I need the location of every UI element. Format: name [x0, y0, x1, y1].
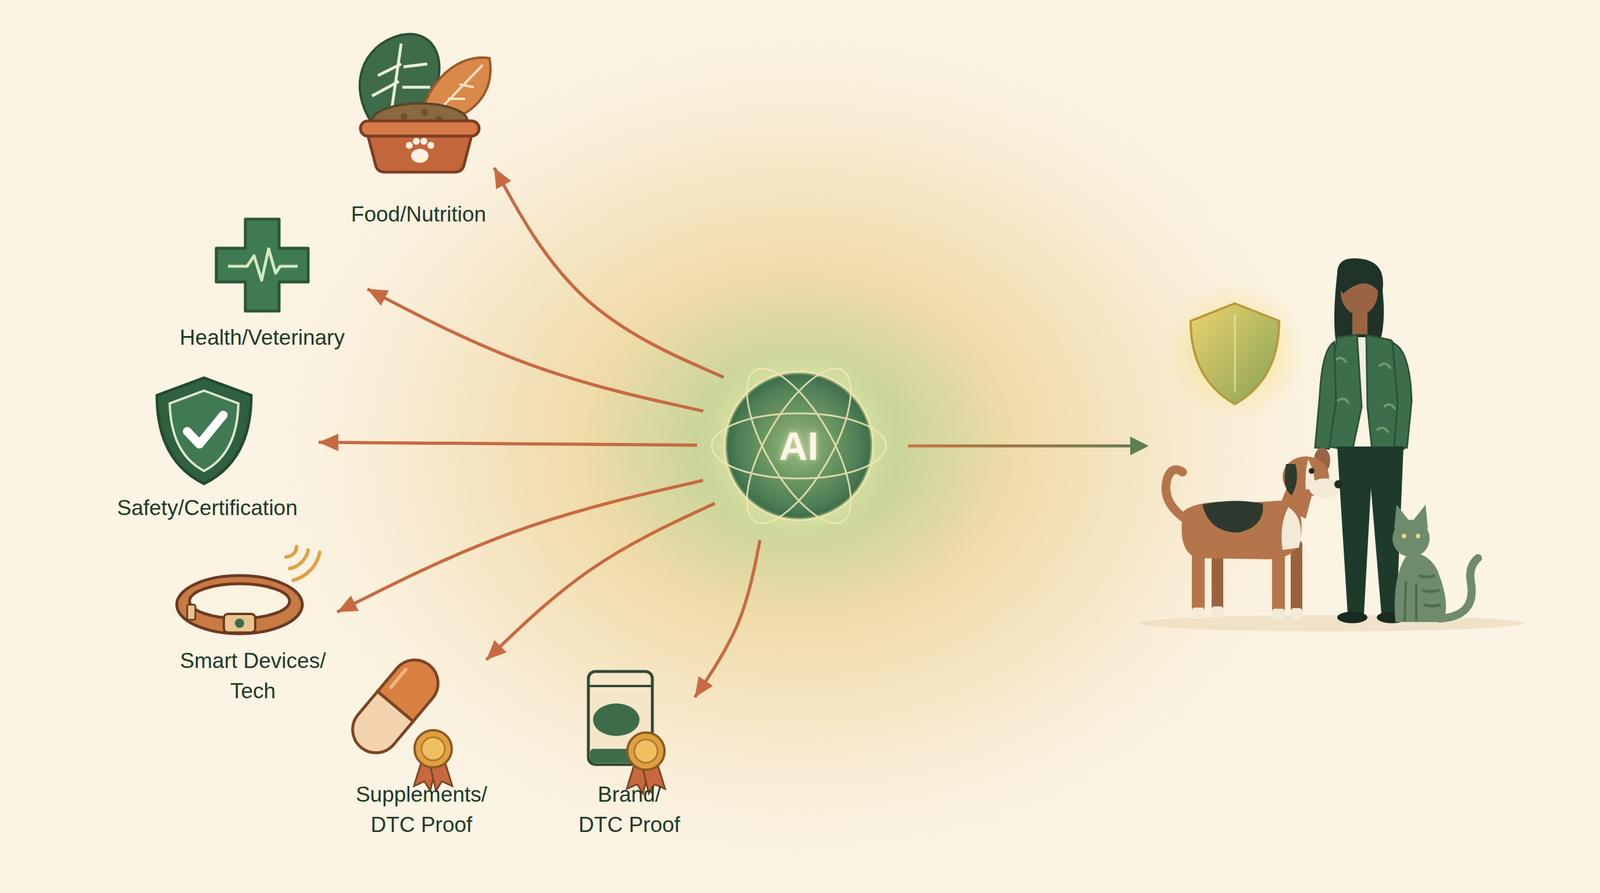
- smart-collar-icon-part: [176, 575, 303, 634]
- shield-check-icon: [156, 377, 252, 484]
- food-bowl-icon-part: [420, 137, 428, 145]
- category-node: Supplements/ DTC Proof: [348, 659, 495, 841]
- supplement-capsule-icon: [343, 650, 453, 791]
- health-cross-icon-part: [227, 248, 298, 281]
- protection-shield-part: [1234, 313, 1237, 393]
- ai-orbit-rings-part: [724, 371, 874, 521]
- background-glow: [229, 0, 1369, 893]
- food-bowl-icon-part: [412, 137, 420, 145]
- food-bowl-icon-part: [411, 148, 429, 163]
- smart-collar-icon-part: [187, 604, 196, 620]
- pet-owner-figure-part: [1337, 446, 1404, 614]
- category-node: Brand/ DTC Proof: [563, 665, 695, 841]
- dog-figure-part: [1284, 463, 1298, 496]
- pet-owner-figure-part: [1334, 358, 1396, 433]
- cat-figure-part: [1415, 533, 1421, 539]
- health-cross-icon-part: [216, 219, 309, 312]
- cat-figure: [1392, 504, 1478, 623]
- flow-arrow: [318, 442, 698, 446]
- health-cross-icon: [216, 219, 309, 312]
- food-bowl-icon: [359, 34, 491, 173]
- pet-owner-figure-part: [1337, 611, 1368, 624]
- flow-arrow: [486, 503, 716, 660]
- dog-figure-part: [1211, 606, 1224, 619]
- category-label: Health/Veterinary: [178, 322, 346, 353]
- output-arrow-part: [1130, 436, 1149, 456]
- dog-figure-part: [1290, 540, 1303, 619]
- cat-figure-part: [1392, 519, 1430, 557]
- supplement-capsule-icon-part-part: [377, 650, 448, 722]
- pet-owner-figure-part: [1338, 262, 1381, 294]
- flow-arrow: [694, 540, 760, 698]
- supplement-capsule-icon-part: [421, 737, 445, 761]
- smart-collar-icon-part: [234, 618, 245, 628]
- flow-arrow: [337, 480, 703, 613]
- smart-collar-icon-part: [289, 550, 309, 569]
- ai-orbit-rings: [711, 354, 887, 538]
- smart-collar-icon: [176, 546, 320, 634]
- dog-figure-part: [1165, 469, 1185, 519]
- dog-figure-part: [1202, 500, 1263, 533]
- dog-figure-part: [1281, 506, 1301, 550]
- dog-figure-part: [1290, 608, 1303, 620]
- food-bowl-icon-part: [427, 141, 435, 149]
- food-bowl-icon-part: [400, 112, 408, 120]
- category-node: Smart Devices/ Tech: [168, 526, 338, 707]
- dog-figure-part: [1272, 608, 1285, 621]
- category-node: Food/Nutrition: [343, 49, 495, 230]
- category-label: Supplements/ DTC Proof: [354, 779, 489, 841]
- output-arrow: [908, 436, 1149, 456]
- flow-arrow: [367, 288, 704, 412]
- ai-orbit-rings-part: [727, 354, 871, 538]
- category-node: Safety/Certification: [95, 375, 319, 524]
- pet-owner-figure: [1313, 258, 1412, 624]
- brand-bag-icon: [588, 671, 666, 794]
- food-bowl-icon-part: [360, 120, 480, 137]
- dog-figure-part: [1309, 478, 1340, 499]
- supplement-capsule-icon-part-part: [390, 669, 406, 688]
- flow-arrow: [494, 168, 724, 378]
- cat-figure-part: [1404, 581, 1417, 621]
- brand-bag-icon-part: [589, 684, 652, 688]
- food-bowl-icon-part: [405, 141, 413, 149]
- food-bowl-icon-part: [420, 108, 428, 116]
- pet-owner-figure-part: [1334, 258, 1384, 349]
- brand-bag-icon-part: [627, 732, 665, 770]
- brand-bag-icon-part: [593, 703, 640, 737]
- dog-figure-part: [1191, 607, 1205, 620]
- category-label: Smart Devices/ Tech: [179, 645, 328, 707]
- category-label: Brand/ DTC Proof: [577, 779, 682, 841]
- cat-figure-part: [1394, 553, 1446, 623]
- cat-figure-part: [1401, 533, 1407, 539]
- category-label: Safety/Certification: [115, 493, 299, 524]
- brand-bag-icon-part: [634, 739, 658, 763]
- ai-hub-circle: AI: [697, 344, 901, 548]
- category-node: Health/Veterinary: [156, 215, 368, 353]
- shield-check-icon-part: [169, 390, 239, 471]
- protection-shield-part: [1190, 303, 1280, 405]
- dog-figure-part: [1308, 468, 1315, 474]
- protection-shield: [1165, 281, 1305, 422]
- protection-shield-part: [1165, 281, 1305, 422]
- hub-label: AI: [779, 423, 819, 469]
- pet-owner-figure-part: [1315, 341, 1337, 449]
- ai-orbit-rings-part: [727, 354, 871, 538]
- smart-collar-icon-part: [286, 546, 297, 557]
- smart-collar-icon-part: [293, 552, 320, 581]
- shield-check-icon-part: [156, 377, 252, 484]
- cat-figure-part: [1418, 575, 1441, 607]
- supplement-capsule-icon-part: [414, 730, 452, 768]
- category-label: Food/Nutrition: [350, 199, 488, 230]
- dog-figure-part: [1334, 480, 1343, 489]
- dog-figure: [1165, 456, 1343, 621]
- output-arrow-part: [908, 444, 1134, 448]
- supplement-capsule-icon-part: [343, 650, 448, 763]
- pet-owner-figure-part: [1392, 343, 1412, 448]
- smart-collar-icon-part: [223, 613, 256, 633]
- ai-orbit-rings-part: [711, 413, 887, 479]
- shield-check-icon-part: [187, 415, 224, 445]
